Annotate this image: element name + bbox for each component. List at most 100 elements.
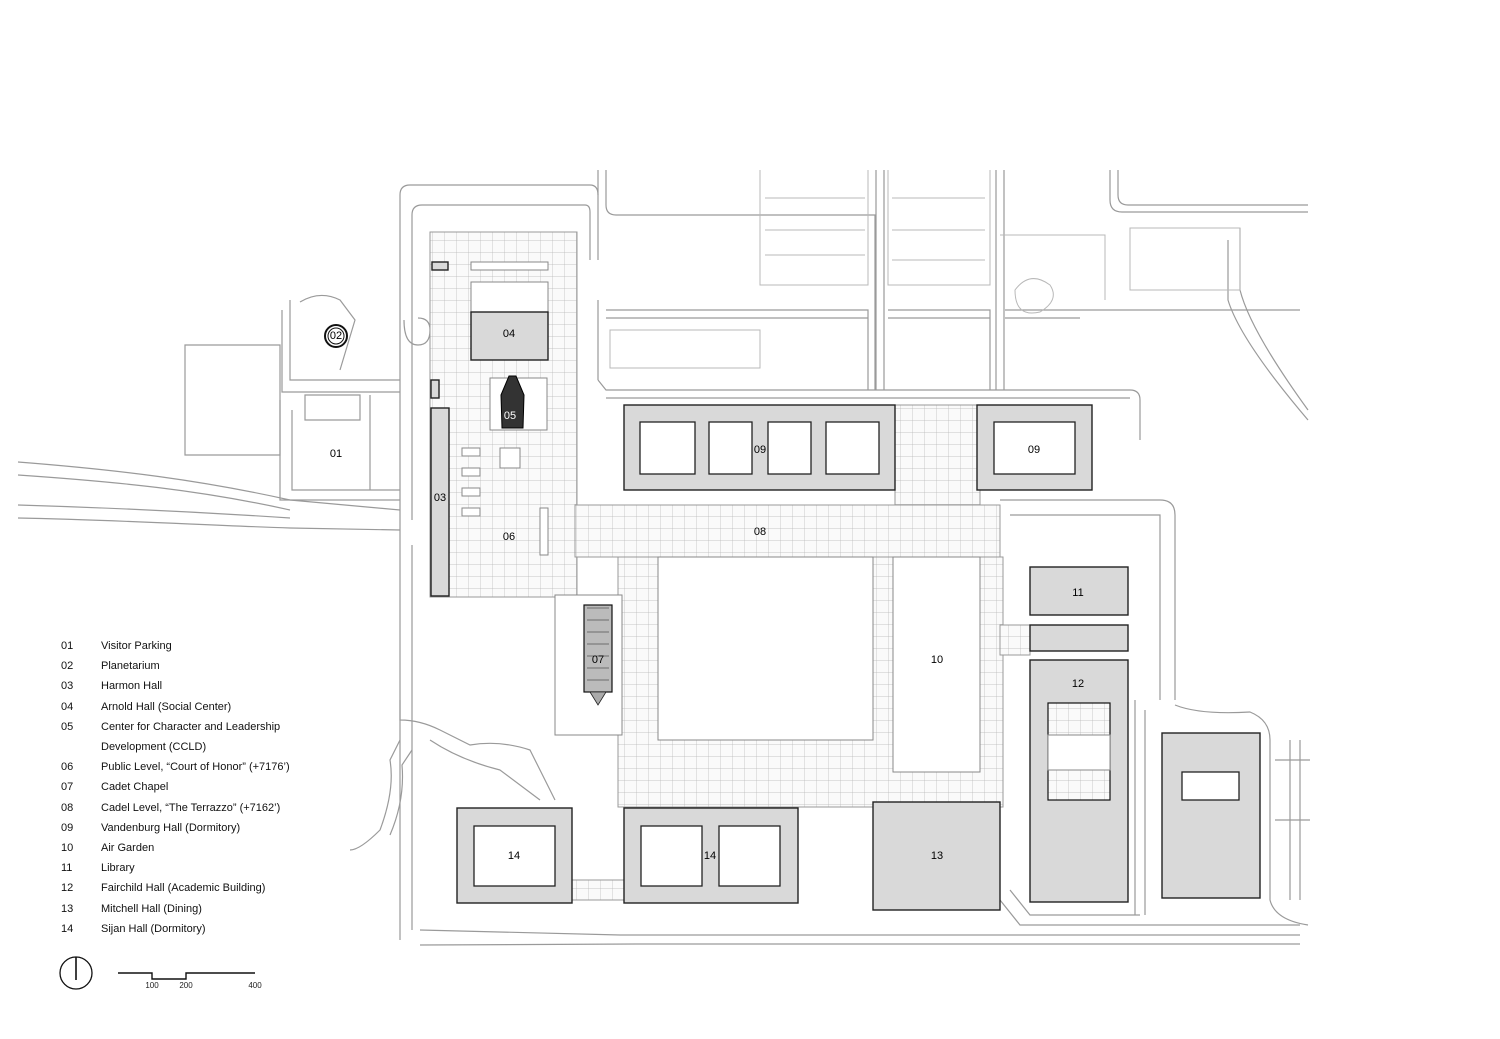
legend-number: 02 [61,660,74,673]
cadet-chapel-building [583,604,613,693]
sijan-courtyard [640,825,703,887]
east-academic-building [1161,732,1261,899]
vandenburg-courtyard [825,421,880,475]
map-legend: 01 Visitor Parking 02 Planetarium 03 Harmon… [61,636,290,939]
legend-label: Cadel Level, “The Terrazzo” (+7162’) [101,801,281,814]
arnold-hall-building [470,311,549,361]
scale-label-100: 100 [145,981,159,990]
harmon-hall-building [430,407,450,597]
north-arrow-icon [59,956,93,990]
legend-item: 06 Public Level, “Court of Honor” (+7176’… [61,757,290,777]
legend-number: 10 [61,841,74,854]
legend-label: Harmon Hall [101,680,163,693]
court-kiosk [431,261,449,271]
court-wall [539,507,549,556]
map-label-10: 10 [931,654,943,666]
legend-number: 12 [61,882,74,895]
library-building [1029,566,1129,616]
road-network [17,170,1310,946]
legend-item: 01 Visitor Parking [61,636,290,656]
legend-number: 11 [61,862,73,875]
legend-number: 05 [61,720,74,733]
map-label-03: 03 [434,492,446,504]
court-bench [461,507,481,517]
legend-label: Planetarium [101,660,160,673]
sijan-courtyard [718,825,781,887]
legend-item: 07 Cadet Chapel [61,777,290,797]
legend-item: 12 Fairchild Hall (Academic Building) [61,878,290,898]
court-wall [470,261,549,271]
legend-item: 13 Mitchell Hall (Dining) [61,898,290,918]
court-bench [461,467,481,477]
planetarium-dome [327,327,345,345]
legend-number: 01 [61,640,74,653]
legend-label: Fairchild Hall (Academic Building) [101,882,266,895]
legend-item: 14 Sijan Hall (Dormitory) [61,919,290,939]
legend-number: 03 [61,680,74,693]
legend-number: 04 [61,700,74,713]
map-label-05: 05 [504,410,516,422]
legend-number: 09 [61,821,74,834]
map-label-08: 08 [754,526,766,538]
map-label-14-west: 14 [508,850,520,862]
ccld-square [499,447,521,469]
ccld-tower [500,375,525,429]
legend-label: Cadet Chapel [101,781,169,794]
legend-label: Library [101,862,135,875]
legend-number: 08 [61,801,74,814]
sijan-courtyard [473,825,556,887]
map-label-02: 02 [330,330,342,342]
scale-label-200: 200 [179,981,193,990]
legend-label: Sijan Hall (Dormitory) [101,922,206,935]
legend-label: Air Garden [101,841,155,854]
legend-number: 14 [61,922,74,935]
cadet-chapel-spires [587,607,609,681]
fairchild-atrium-floor [1047,734,1111,771]
court-kiosk [430,379,440,399]
legend-item: 04 Arnold Hall (Social Center) [61,697,290,717]
legend-item: 09 Vandenburg Hall (Dormitory) [61,818,290,838]
legend-item: Development (CCLD) [61,737,290,757]
legend-label: Arnold Hall (Social Center) [101,700,232,713]
legend-item: 08 Cadel Level, “The Terrazzo” (+7162’) [61,798,290,818]
cadet-chapel-entrance [589,691,607,706]
legend-label: Center for Character and Leadership [101,720,281,733]
map-label-13: 13 [931,850,943,862]
legend-label: Mitchell Hall (Dining) [101,902,202,915]
map-label-12: 12 [1072,678,1084,690]
map-label-06: 06 [503,531,515,543]
legend-number: 07 [61,781,74,794]
legend-item: 05 Center for Character and Leadership [61,717,290,737]
legend-label: Development (CCLD) [101,741,207,754]
legend-item: 11 Library [61,858,290,878]
air-garden [892,556,981,773]
legend-item: 02 Planetarium [61,656,290,676]
legend-item: 10 Air Garden [61,838,290,858]
legend-label: Public Level, “Court of Honor” (+7176’) [101,761,290,774]
map-label-14-east: 14 [704,850,716,862]
map-label-09-east: 09 [1028,444,1040,456]
scale-bar-icon [118,972,255,980]
vandenburg-courtyard [708,421,753,475]
east-academic-courtyard [1181,771,1240,801]
vandenburg-courtyard [639,421,696,475]
legend-number: 13 [61,902,74,915]
central-court [657,556,874,741]
map-label-01: 01 [330,448,342,460]
map-label-09-west: 09 [754,444,766,456]
map-label-11: 11 [1072,587,1083,599]
mitchell-hall-building [872,801,1001,911]
legend-label: Visitor Parking [101,640,172,653]
vandenburg-courtyard [993,421,1076,475]
library-bridge [1029,624,1129,652]
scale-label-400: 400 [248,981,262,990]
court-bench [461,487,481,497]
vandenburg-courtyard [767,421,812,475]
court-bench [461,447,481,457]
legend-number: 06 [61,761,74,774]
map-label-04: 04 [503,328,515,340]
legend-label: Vandenburg Hall (Dormitory) [101,821,241,834]
arnold-hall-annex [470,281,549,313]
map-label-07: 07 [592,654,604,666]
